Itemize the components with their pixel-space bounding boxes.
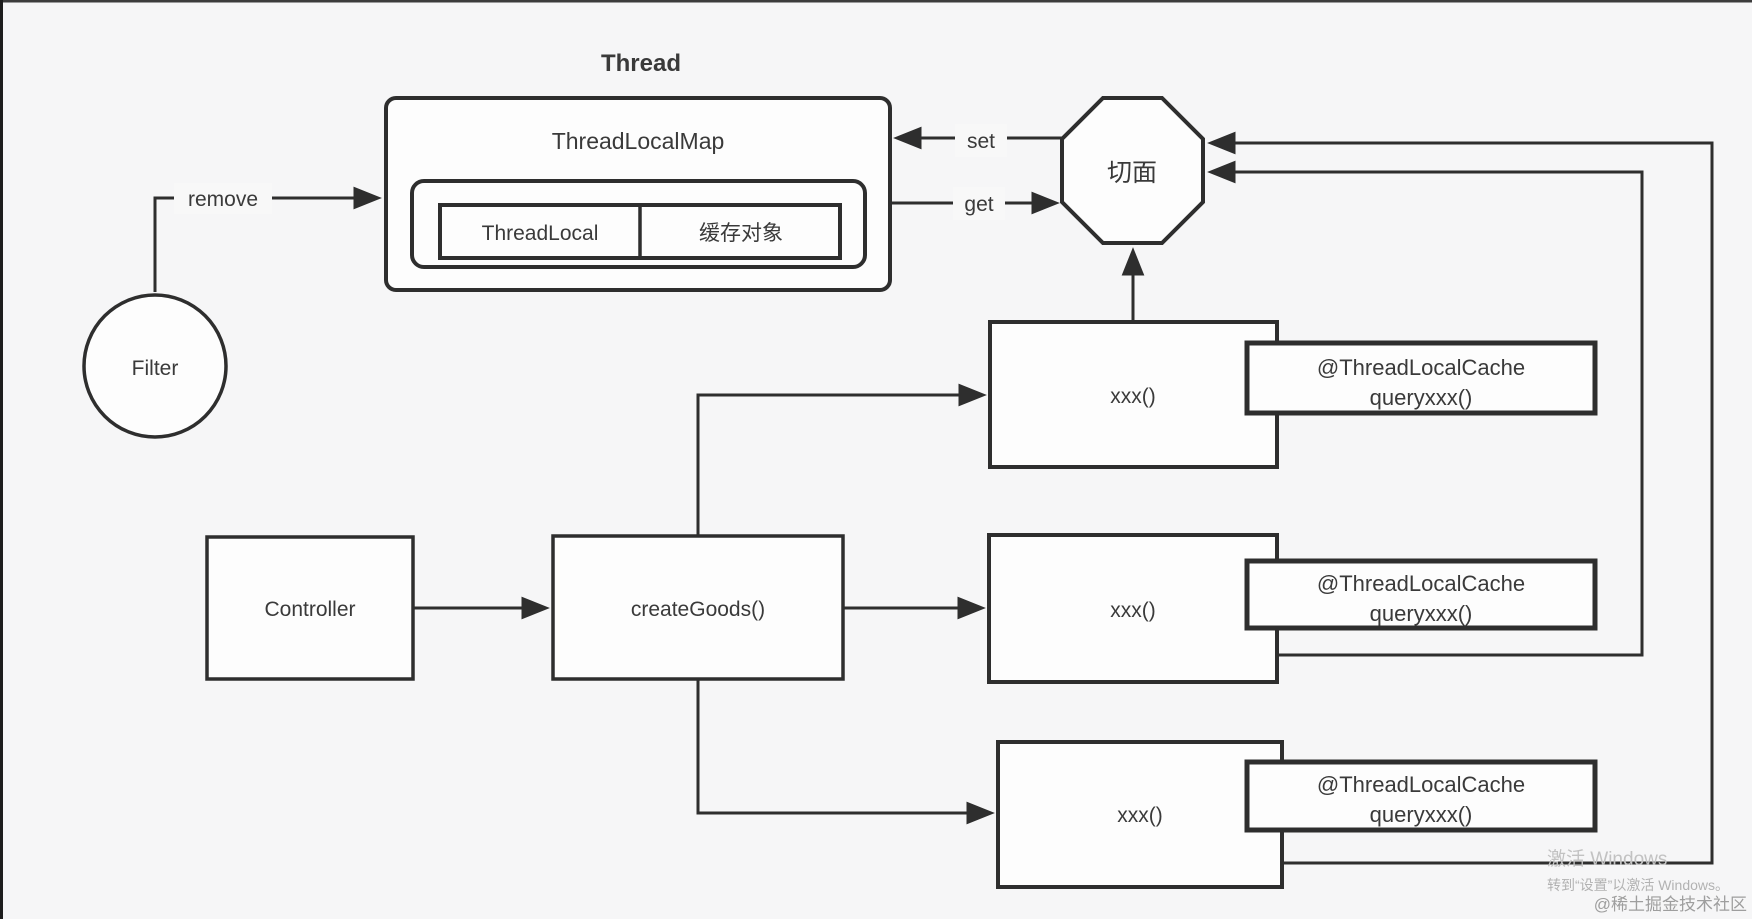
set-label-halo <box>955 124 1007 157</box>
filter-label: Filter <box>132 357 179 380</box>
creategoods-label: createGoods() <box>631 598 765 621</box>
method1-annotation-line1: @ThreadLocalCache <box>1317 355 1525 380</box>
method1-annotation-box <box>1244 340 1598 416</box>
creategoods-to-method3-arrow <box>696 679 995 825</box>
threadlocalmap-title: ThreadLocalMap <box>552 128 725 154</box>
aspect-octagon <box>1060 96 1205 245</box>
method2-annotation-line1: @ThreadLocalCache <box>1317 571 1525 596</box>
windows-activate-watermark: 激活 Windows <box>1547 848 1667 870</box>
controller-box <box>205 535 415 681</box>
window-left-border <box>0 0 3 919</box>
controller-label: Controller <box>264 598 355 621</box>
method3-label: xxx() <box>1117 804 1163 827</box>
remove-label-halo <box>174 183 272 214</box>
method2-annotation-line2: queryxxx() <box>1370 601 1473 626</box>
method3-feedback-arrow <box>1207 131 1714 865</box>
entry-key-cell: ThreadLocal <box>482 222 599 245</box>
get-label-halo <box>953 187 1005 220</box>
aspect-label: 切面 <box>1107 159 1157 187</box>
juejin-community-watermark: @稀土掘金技术社区 <box>1594 895 1747 914</box>
filter-circle <box>82 293 228 439</box>
method3-annotation-line1: @ThreadLocalCache <box>1317 772 1525 797</box>
method2-feedback-arrow <box>1207 160 1644 657</box>
method3-annotation-box <box>1244 759 1598 833</box>
thread-title: Thread <box>601 50 681 77</box>
entry-value-cell: 缓存对象 <box>699 222 783 245</box>
set-label: set <box>967 130 995 153</box>
get-label: get <box>964 193 993 216</box>
method2-label: xxx() <box>1110 599 1156 622</box>
method1-box <box>988 320 1279 469</box>
window-top-border <box>0 0 1752 3</box>
method1-label: xxx() <box>1110 385 1156 408</box>
creategoods-to-method1-arrow <box>696 383 987 536</box>
remove-label: remove <box>188 188 258 211</box>
windows-activate-hint-watermark: 转到“设置”以激活 Windows。 <box>1547 877 1729 893</box>
method1-annotation-line2: queryxxx() <box>1370 385 1473 410</box>
remove-arrow <box>153 186 382 292</box>
method3-annotation-line2: queryxxx() <box>1370 802 1473 827</box>
method3-box <box>996 740 1284 889</box>
creategoods-box <box>551 534 845 681</box>
method2-annotation-box <box>1244 558 1598 631</box>
